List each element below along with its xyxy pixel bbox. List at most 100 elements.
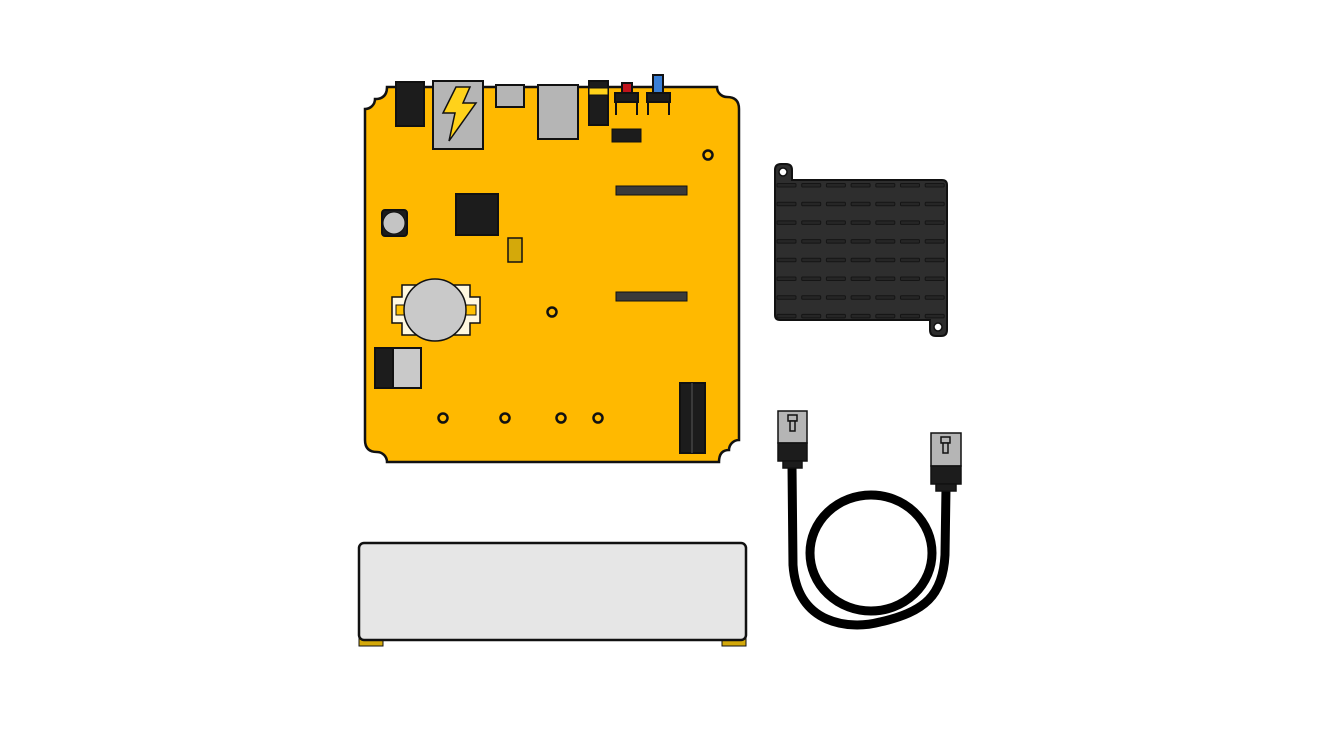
heatsink-fin — [875, 183, 896, 188]
heatsink-fins — [776, 183, 945, 319]
heatsink-fin — [776, 257, 797, 263]
heatsink-fin — [801, 239, 822, 244]
heatsink-fin — [900, 257, 920, 263]
heatsink-fin — [875, 239, 896, 244]
heatsink-fin — [776, 313, 797, 319]
heatsink-fin — [850, 276, 871, 281]
blue-button-base — [646, 92, 671, 103]
red-button-legs — [615, 102, 638, 115]
plug-right-neck — [935, 483, 957, 492]
led-component — [507, 237, 523, 263]
heatsink-fin — [801, 183, 822, 188]
mount-hole — [499, 412, 511, 424]
heatsink-fin — [875, 201, 896, 207]
memory-slot — [615, 185, 688, 196]
heatsink-fin — [776, 276, 797, 281]
heatsink-fin — [850, 201, 871, 207]
heatsink-fin — [850, 295, 871, 300]
heatsink-fin — [875, 313, 896, 319]
heatsink-hole — [778, 167, 788, 177]
plug-left-neck — [782, 460, 803, 469]
heatsink-fin — [924, 201, 945, 207]
heatsink-icon — [774, 163, 948, 337]
dc-jack — [395, 81, 425, 127]
heatsink-fin — [825, 201, 846, 207]
board-outline — [363, 85, 741, 464]
battery-contact — [465, 304, 477, 316]
blue-button-cap — [652, 74, 664, 94]
cable-wire — [787, 465, 951, 630]
processor-chip — [455, 193, 499, 236]
heatsink-fin — [850, 183, 871, 188]
heatsink-fin — [776, 201, 797, 207]
heatsink-fin — [875, 220, 896, 225]
circuit-board-icon — [363, 74, 741, 464]
mount-hole — [546, 306, 558, 318]
plug-left-clip — [787, 414, 798, 422]
heatsink-fin — [825, 183, 846, 188]
cable-loop — [805, 490, 937, 616]
switch-dark — [374, 347, 394, 389]
heatsink-fin — [825, 276, 846, 281]
lightning-bolt-icon — [441, 86, 478, 142]
plug-left-boot — [777, 442, 808, 462]
heatsink-fin — [924, 313, 945, 319]
heatsink-fin — [801, 257, 822, 263]
heatsink-fin — [924, 276, 945, 281]
heatsink-fin — [900, 276, 920, 281]
heatsink-fin — [900, 239, 920, 244]
heatsink-fin — [776, 183, 797, 188]
memory-slot — [615, 291, 688, 302]
heatsink-fin — [875, 276, 896, 281]
heatsink-body — [774, 163, 948, 337]
plug-right-latch — [942, 442, 949, 454]
heatsink-fin — [776, 239, 797, 244]
heatsink-fin — [924, 183, 945, 188]
usb-port — [495, 84, 525, 108]
heatsink-fin — [825, 257, 846, 263]
case-body — [357, 541, 748, 642]
heatsink-fin — [924, 220, 945, 225]
plug-right-boot — [930, 465, 962, 485]
plug-right-clip — [940, 436, 951, 444]
heatsink-fin — [900, 201, 920, 207]
heatsink-fin — [900, 220, 920, 225]
heatsink-fin — [825, 295, 846, 300]
heatsink-fin — [924, 295, 945, 300]
heatsink-fin — [850, 313, 871, 319]
heatsink-fin — [900, 313, 920, 319]
heatsink-fin — [801, 276, 822, 281]
enclosure-case-icon — [357, 541, 748, 647]
mount-hole — [437, 412, 449, 424]
heatsink-fin — [875, 257, 896, 263]
heatsink-fin — [825, 220, 846, 225]
heatsink-fin — [900, 295, 920, 300]
red-button-base — [614, 92, 639, 103]
red-button-cap — [621, 82, 633, 94]
heatsink-fin — [776, 295, 797, 300]
ethernet-port — [537, 84, 579, 140]
heatsink-fin — [801, 295, 822, 300]
audio-jack-band — [588, 87, 609, 96]
heatsink-fin — [801, 201, 822, 207]
coin-battery — [403, 278, 467, 342]
ethernet-cable-icon — [777, 410, 962, 630]
reset-button — [382, 211, 406, 235]
mount-hole — [555, 412, 567, 424]
heatsink-fin — [801, 220, 822, 225]
plug-left-latch — [789, 420, 796, 432]
heatsink-fin — [900, 183, 920, 188]
heatsink-fin — [801, 313, 822, 319]
heatsink-fin — [850, 239, 871, 244]
mount-hole — [592, 412, 604, 424]
heatsink-fin — [825, 239, 846, 244]
heatsink-fin — [924, 239, 945, 244]
heatsink-fin — [825, 313, 846, 319]
blue-button-legs — [647, 102, 670, 115]
heatsink-fin — [850, 220, 871, 225]
heatsink-fin — [776, 220, 797, 225]
heatsink-fin — [850, 257, 871, 263]
heatsink-fin — [875, 295, 896, 300]
mount-hole — [702, 149, 714, 161]
